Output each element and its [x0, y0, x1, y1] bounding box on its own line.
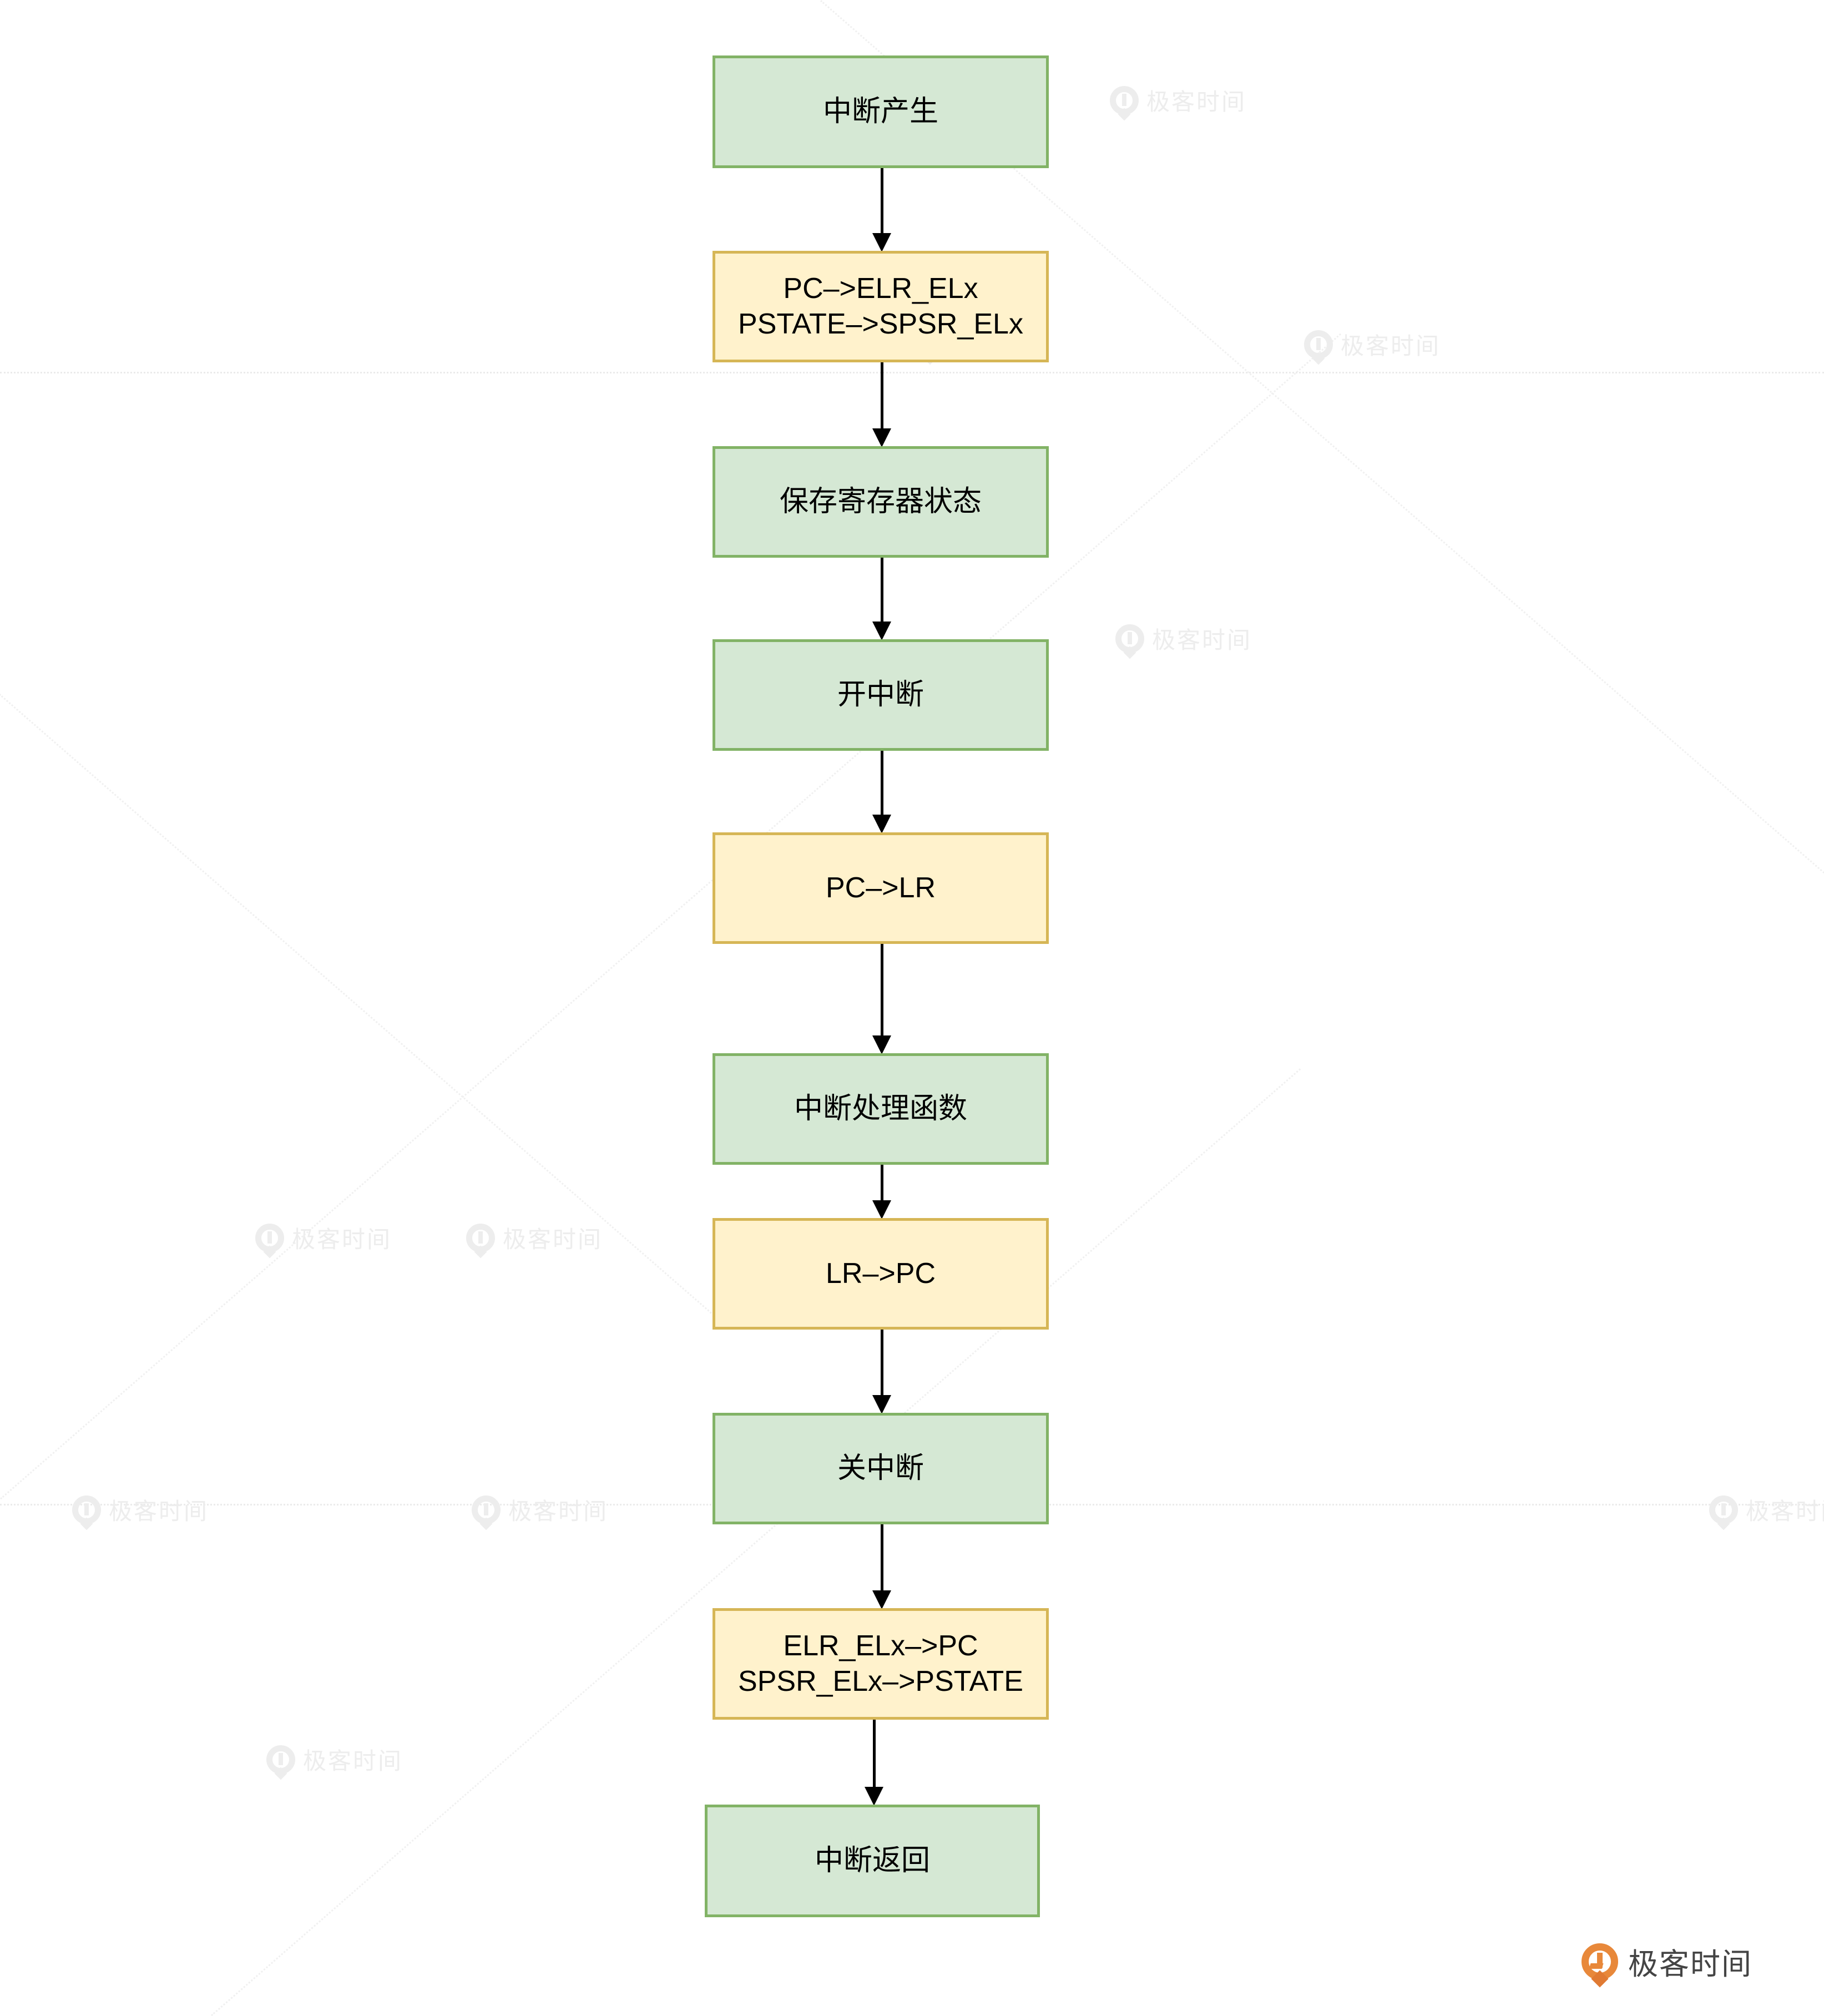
flow-node-label: 中断产生 [822, 94, 938, 128]
arrow-head [872, 1395, 891, 1414]
arrow-head [872, 1590, 891, 1609]
flow-node-n6[interactable]: 中断处理函数 [713, 1053, 1049, 1165]
arrow-head [872, 428, 891, 447]
arrow-head [865, 1787, 883, 1806]
arrow-head [872, 622, 891, 640]
arrow-head [872, 1035, 891, 1054]
flow-node-n4[interactable]: 开中断 [713, 639, 1049, 751]
arrow-shaft [881, 1165, 883, 1201]
arrow-head [872, 815, 891, 833]
arrow-shaft [873, 1720, 876, 1788]
flow-node-label: 保存寄存器状态 [779, 484, 982, 518]
flow-node-label: ELR_ELx–>PC [783, 1630, 978, 1663]
arrow-head [872, 233, 891, 252]
arrow-shaft [881, 558, 883, 623]
flow-node-n10[interactable]: 中断返回 [705, 1805, 1040, 1917]
arrow-shaft [881, 362, 883, 430]
flow-node-label: 中断处理函数 [794, 1092, 967, 1125]
geektime-pin-icon [1582, 1943, 1618, 1988]
arrow-shaft [881, 1524, 883, 1591]
arrow-head [872, 1200, 891, 1219]
flow-node-label: PC–>LR [826, 871, 936, 904]
arrow-shaft [881, 751, 883, 816]
flow-node-label: 关中断 [837, 1451, 924, 1485]
brand-name-label: 极客时间 [1628, 1947, 1752, 1982]
flow-node-n3[interactable]: 保存寄存器状态 [713, 446, 1049, 558]
flow-node-label: 中断返回 [814, 1843, 930, 1877]
flow-node-label: PSTATE–>SPSR_ELx [738, 307, 1023, 340]
flow-node-n7[interactable]: LR–>PC [713, 1218, 1049, 1330]
arrow-shaft [881, 1330, 883, 1396]
flow-node-label: LR–>PC [826, 1257, 936, 1290]
flow-node-label: SPSR_ELx–>PSTATE [738, 1665, 1023, 1697]
flow-node-n5[interactable]: PC–>LR [713, 832, 1049, 944]
flow-node-n8[interactable]: 关中断 [713, 1413, 1049, 1524]
geektime-brand-logo: 极客时间 [1582, 1939, 1752, 1988]
flow-node-n1[interactable]: 中断产生 [713, 55, 1049, 168]
flow-node-label: 开中断 [837, 678, 924, 711]
arrow-shaft [881, 168, 883, 234]
flow-node-label: PC–>ELR_ELx [783, 272, 978, 305]
arrow-shaft [881, 944, 883, 1037]
